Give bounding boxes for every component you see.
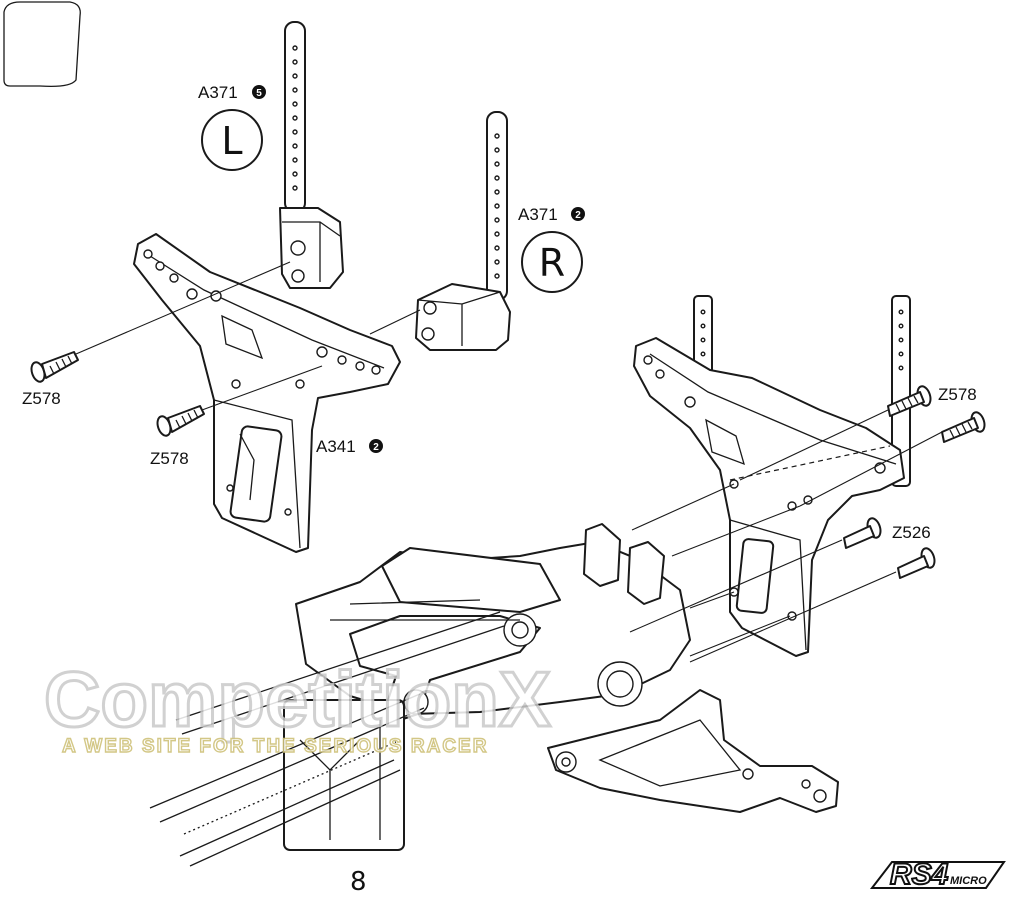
screw-right-label: Z578 (938, 385, 977, 404)
right-side-letter: R (539, 241, 565, 285)
screw-mount-label: Z526 (892, 523, 931, 542)
assembly-guide-lines (75, 261, 943, 663)
page-corner-tab (3, 1, 81, 88)
rs4-logo: RS4 MICRO (869, 857, 1006, 892)
screw-z578-left-upper (30, 351, 79, 383)
screw-z578-right-upper (887, 385, 932, 417)
drive-rods (149, 611, 505, 867)
screw-left-upper-label: Z578 (22, 389, 61, 408)
screw-z578-right-lower (941, 411, 986, 443)
left-shock-post (279, 21, 344, 289)
post-right-part-label: A371 (518, 205, 558, 224)
screw-z526-upper (843, 517, 882, 549)
post-right-qty-badge: 2 (571, 207, 585, 221)
screw-left-lower-label: Z578 (150, 449, 189, 468)
suspension-arm (547, 689, 839, 813)
right-side-circle (521, 231, 583, 293)
screw-z526-lower (897, 547, 936, 579)
watermark-title: CompetitionX (44, 655, 551, 743)
watermark: CompetitionX A WEB SITE FOR THE SERIOUS … (43, 654, 553, 758)
shock-tower-installed (633, 295, 911, 657)
svg-text:2: 2 (373, 442, 379, 453)
watermark-tagline: A WEB SITE FOR THE SERIOUS RACER (62, 736, 488, 757)
logo-sub-text: MICRO (950, 875, 987, 887)
step-number: 8 (350, 867, 367, 897)
post-left-part-label: A371 (198, 83, 238, 102)
tower-qty-badge: 2 (369, 439, 383, 453)
right-shock-post (415, 111, 511, 351)
rear-gearbox (283, 523, 691, 851)
svg-text:5: 5 (256, 88, 262, 99)
left-side-letter: L (221, 119, 242, 163)
svg-text:2: 2 (575, 210, 581, 221)
shock-tower-exploded (133, 233, 401, 553)
post-left-qty-badge: 5 (252, 85, 266, 99)
left-side-circle (201, 109, 263, 171)
screw-z578-left-lower (156, 405, 205, 437)
tower-part-label: A341 (316, 437, 356, 456)
logo-main-text: RS4 (890, 858, 949, 891)
